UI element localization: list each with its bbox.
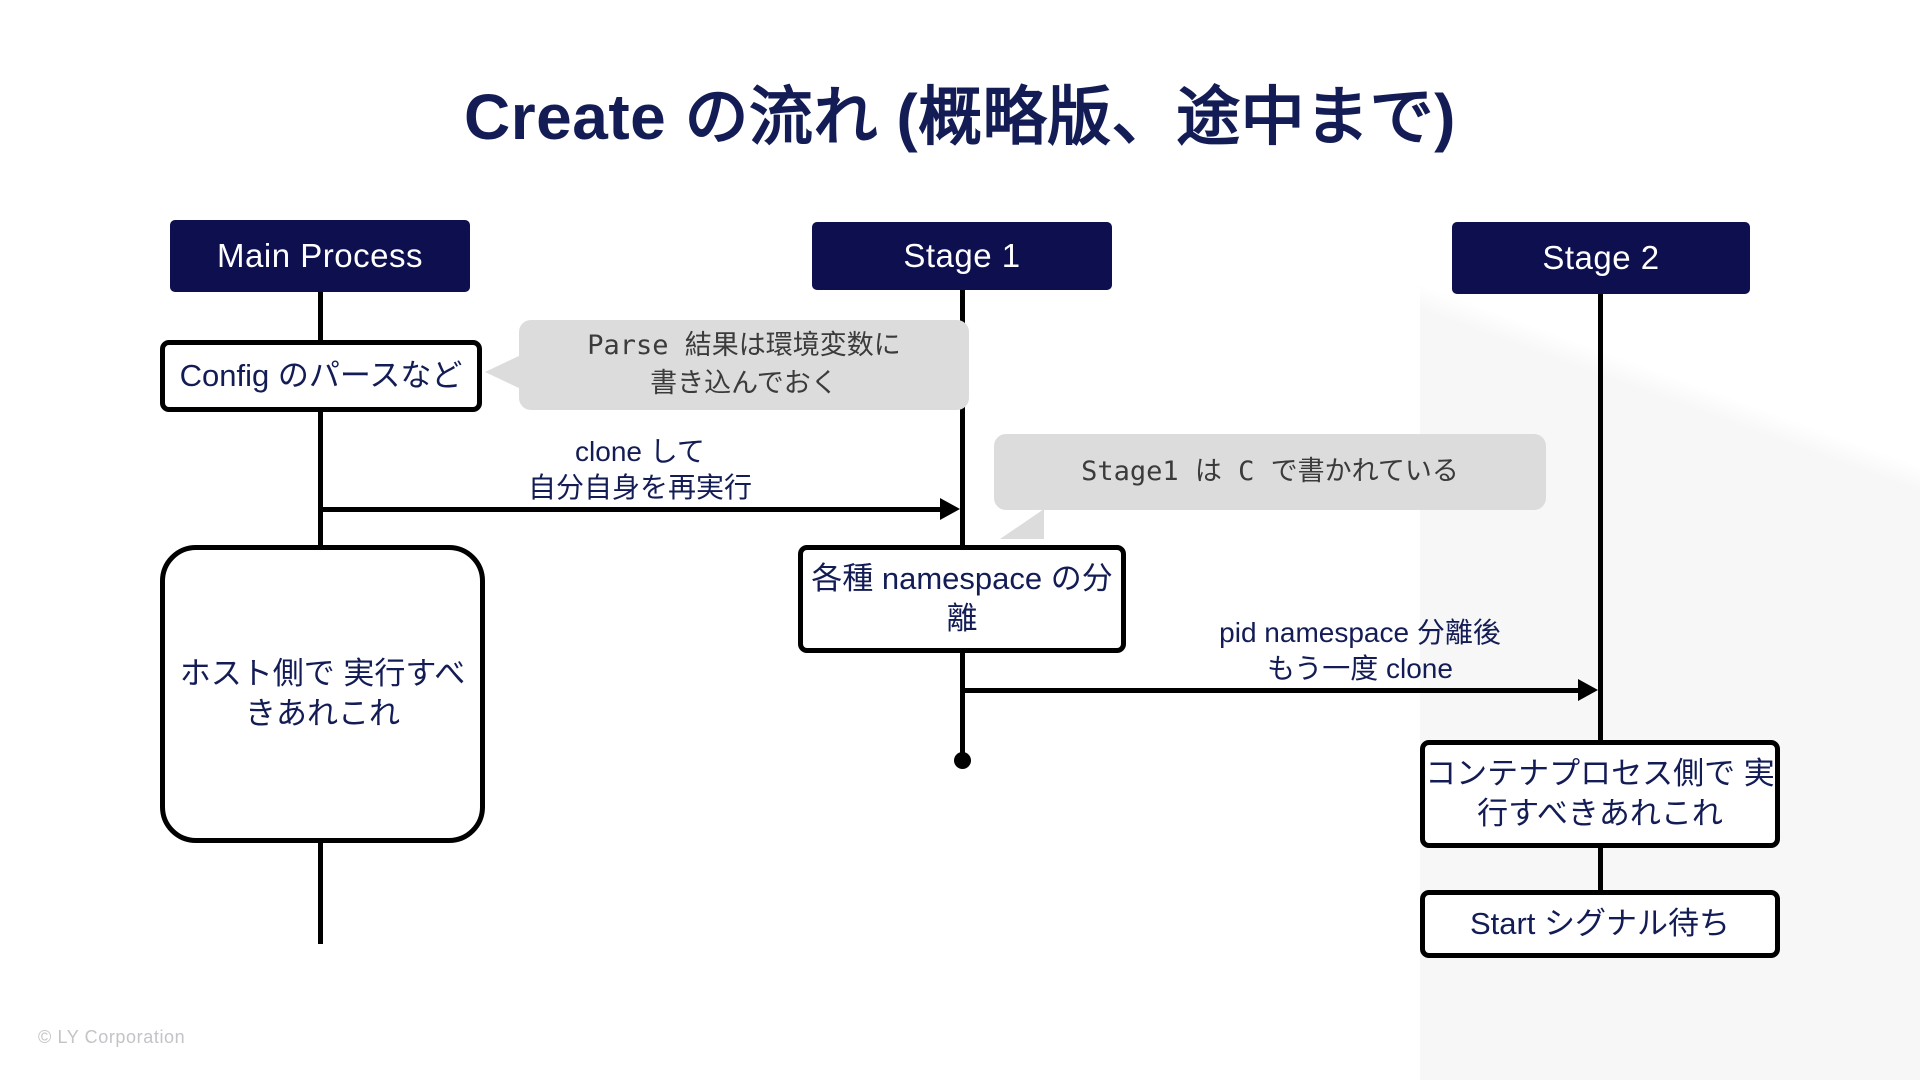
callout-tail-stage1-lang-note: [1000, 509, 1044, 539]
lifeline-stage-2: [1598, 294, 1603, 924]
arrow-head-clone-reexec: [940, 498, 960, 520]
arrow-line-pid-ns-clone: [960, 688, 1580, 693]
process-box-label: 各種 namespace の分離: [811, 561, 1113, 636]
process-box-start-signal-wait: Start シグナル待ち: [1420, 890, 1780, 958]
arrow-label-clone-reexec: clone して 自分自身を再実行: [527, 436, 752, 504]
process-box-label: Config のパースなど: [179, 358, 463, 394]
lane-header-main-process: Main Process: [170, 220, 470, 292]
arrow-line-clone-reexec: [318, 507, 942, 512]
arrow-label-pid-ns-clone: pid namespace 分離後 もう一度 clone: [1219, 617, 1501, 685]
lane-header-label: Stage 2: [1542, 239, 1660, 276]
lifeline-stage-1: [960, 290, 965, 760]
process-box-config-parse: Config のパースなど: [160, 340, 482, 412]
callout-tail-parse-env-note: [485, 355, 521, 389]
lane-header-label: Main Process: [217, 237, 423, 274]
lane-header-stage-1: Stage 1: [812, 222, 1112, 290]
lane-header-stage-2: Stage 2: [1452, 222, 1750, 294]
process-box-namespace-isolation: 各種 namespace の分離: [798, 545, 1126, 653]
callout-stage1-lang-note: Stage1 は C で書かれている: [994, 434, 1546, 510]
lane-header-label: Stage 1: [903, 237, 1021, 274]
callout-parse-env-note: Parse 結果は環境変数に 書き込んでおく: [519, 320, 969, 410]
process-box-label: Start シグナル待ち: [1469, 906, 1731, 942]
process-box-label: コンテナプロセス側で 実行すべきあれこれ: [1425, 756, 1775, 831]
process-box-label: ホスト側で 実行すべきあれこれ: [179, 656, 466, 731]
process-box-container-side-work: コンテナプロセス側で 実行すべきあれこれ: [1420, 740, 1780, 848]
process-box-host-side-work: ホスト側で 実行すべきあれこれ: [160, 545, 485, 843]
footer-copyright: © LY Corporation: [38, 1027, 186, 1047]
lifeline-terminator-stage-1: [954, 752, 971, 769]
arrow-head-pid-ns-clone: [1578, 679, 1598, 701]
page-title: Create の流れ (概略版、途中まで): [464, 81, 1456, 153]
